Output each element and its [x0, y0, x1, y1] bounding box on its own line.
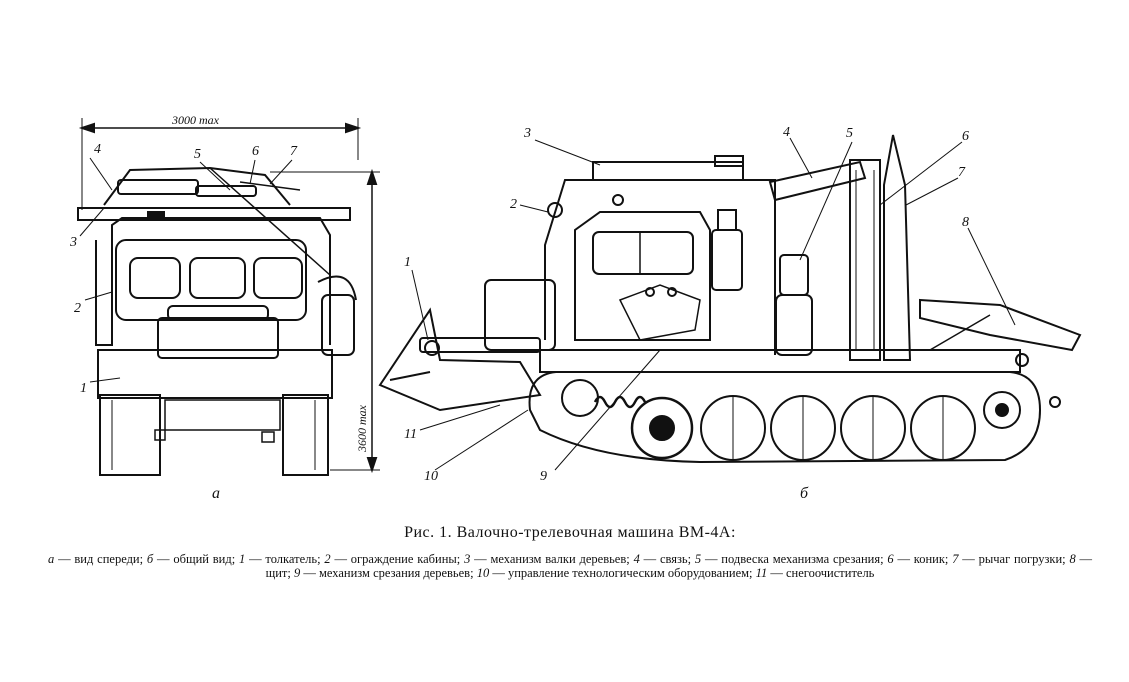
legend-text: — снегоочиститель: [767, 566, 875, 580]
legend-text: — общий вид;: [153, 552, 240, 566]
legend-key: 11: [755, 566, 768, 580]
front-callout-7: 7: [290, 144, 298, 159]
side-callout-7: 7: [958, 165, 966, 180]
side-callout-9: 9: [540, 469, 547, 484]
caption-legend: а — вид спереди; б — общий вид; 1 — толк…: [40, 552, 1100, 580]
side-view: [378, 134, 1082, 464]
width-dimension: 3000 max: [171, 113, 220, 127]
legend-key: а: [48, 552, 55, 566]
legend-key: 3: [464, 552, 471, 566]
legend-key: 5: [694, 552, 702, 566]
front-view-label: а: [212, 485, 220, 502]
legend-text: — механизм валки деревьев;: [470, 552, 634, 566]
front-callout-2: 2: [74, 301, 81, 316]
legend-text: — связь;: [639, 552, 695, 566]
legend-text: — рычаг погрузки;: [958, 552, 1070, 566]
legend-key: б: [146, 552, 154, 566]
legend-key: 8: [1069, 552, 1076, 566]
front-callout-4: 4: [94, 142, 101, 157]
legend-text: — вид спереди;: [54, 552, 147, 566]
legend-key: 10: [476, 566, 490, 580]
side-callout-8: 8: [962, 215, 969, 230]
front-callout-6: 6: [252, 144, 259, 159]
legend-key: 7: [952, 552, 959, 566]
legend-text: — ограждение кабины;: [330, 552, 465, 566]
front-view: [77, 118, 380, 476]
side-callout-1: 1: [404, 255, 411, 270]
leader-lines: [79, 137, 1016, 471]
side-callout-10: 10: [424, 469, 438, 484]
side-callout-6: 6: [962, 129, 969, 144]
side-callout-5: 5: [846, 126, 853, 141]
legend-text: — коник;: [893, 552, 953, 566]
front-callout-1: 1: [80, 381, 87, 396]
legend-key: 1: [239, 552, 246, 566]
legend-key: 2: [324, 552, 331, 566]
legend-text: — подвеска механизма срезания;: [701, 552, 888, 566]
machine-drawing: 3000 max 3600 max 4 3 2 1 5 6 7 3 2 1 4 …: [69, 113, 1082, 502]
legend-key: 9: [293, 566, 301, 580]
legend-text: — управление технологическим оборудовани…: [489, 566, 756, 580]
side-callout-3: 3: [523, 126, 531, 141]
front-callout-5: 5: [194, 147, 201, 162]
legend-key: 6: [887, 552, 894, 566]
legend-text: — щит;: [265, 552, 1093, 580]
legend-key: 4: [633, 552, 640, 566]
height-dimension: 3600 max: [355, 404, 369, 453]
figure-caption: Рис. 1. Валочно-трелевочная машина ВМ-4А…: [40, 524, 1100, 580]
side-callout-4: 4: [783, 125, 790, 140]
side-view-label: б: [800, 485, 809, 502]
caption-title: Рис. 1. Валочно-трелевочная машина ВМ-4А…: [404, 524, 736, 541]
legend-text: — механизм срезания деревьев;: [300, 566, 477, 580]
side-callout-11: 11: [404, 427, 417, 442]
front-callout-3: 3: [69, 235, 77, 250]
side-callout-2: 2: [510, 197, 517, 212]
legend-text: — толкатель;: [245, 552, 325, 566]
